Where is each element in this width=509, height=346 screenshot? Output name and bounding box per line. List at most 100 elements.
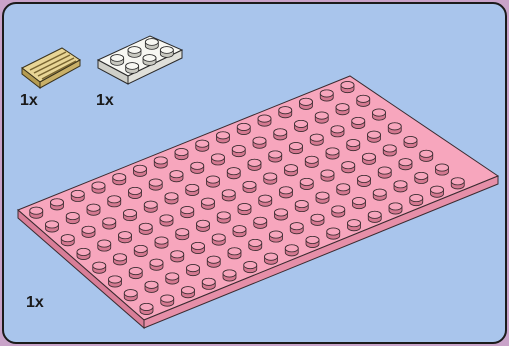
stud-top (124, 290, 137, 297)
stud-top (139, 223, 152, 230)
stud-top (175, 148, 188, 155)
stud-top (103, 218, 116, 225)
stud-top (378, 167, 391, 174)
stud-top (436, 164, 449, 171)
stud-top (176, 229, 189, 236)
stud-top (368, 211, 381, 218)
stud-top (280, 187, 293, 194)
stud-top (113, 174, 126, 181)
stud-top (196, 140, 209, 147)
quantity-label-white-plate: 1x (96, 92, 114, 110)
stud-top (170, 171, 183, 178)
stud-top (248, 159, 261, 166)
stud-top (166, 273, 179, 280)
stud-top (275, 209, 288, 216)
stud-top (233, 226, 246, 233)
stud-top (353, 197, 366, 204)
stud-top (274, 129, 287, 136)
stud-top (212, 234, 225, 241)
parts-illustration (4, 4, 505, 342)
stud-top (186, 184, 199, 191)
stud-top (228, 248, 241, 255)
stud-top (259, 195, 272, 202)
stud-top (202, 278, 215, 285)
stud-top (320, 90, 333, 97)
stud-top (202, 198, 215, 205)
stud-top (212, 154, 225, 161)
stud-top (332, 206, 345, 213)
stud-top (431, 186, 444, 193)
stud-top (341, 81, 354, 88)
stud-top (295, 200, 308, 207)
stud-top (182, 287, 195, 294)
stud-top (66, 212, 79, 219)
stud-top (232, 145, 245, 152)
stud-top (321, 170, 334, 177)
stud-top (87, 204, 100, 211)
stud-top (342, 162, 355, 169)
stud-top (128, 47, 141, 54)
stud-top (451, 178, 464, 185)
stud-top (223, 270, 236, 277)
stud-top (258, 115, 271, 122)
stud-top (373, 109, 386, 116)
quantity-label-pink-plate: 1x (26, 294, 44, 312)
stud-top (285, 165, 298, 172)
stud-top (93, 262, 106, 269)
stud-top (300, 178, 313, 185)
stud-top (311, 214, 324, 221)
stud-top (249, 239, 262, 246)
stud-top (300, 98, 313, 105)
stud-top (404, 136, 417, 143)
stud-top (217, 212, 230, 219)
stud-top (61, 235, 74, 242)
stud-top (30, 207, 43, 214)
stud-top (347, 139, 360, 146)
pink-plate (18, 76, 498, 328)
stud-top (337, 184, 350, 191)
stud-top (269, 151, 282, 158)
stud-top (144, 201, 157, 208)
stud-top (253, 137, 266, 144)
stud-top (389, 203, 402, 210)
stud-top (119, 232, 132, 239)
stud-top (160, 215, 173, 222)
stud-top (352, 117, 365, 124)
stud-top (357, 95, 370, 102)
stud-top (191, 162, 204, 169)
stud-top (207, 176, 220, 183)
stud-top (187, 264, 200, 271)
stud-top (71, 190, 84, 197)
stud-top (154, 157, 167, 164)
stud-top (181, 206, 194, 213)
stud-top (279, 107, 292, 114)
stud-top (285, 245, 298, 252)
stud-top (145, 281, 158, 288)
stud-top (92, 182, 105, 189)
stud-top (134, 245, 147, 252)
stud-top (149, 179, 162, 186)
stud-top (109, 276, 122, 283)
stud-top (155, 237, 168, 244)
stud-top (420, 150, 433, 157)
stud-top (197, 220, 210, 227)
stud-top (111, 55, 124, 62)
stud-top (165, 193, 178, 200)
stud-top (192, 242, 205, 249)
stud-top (254, 217, 267, 224)
stud-top (134, 165, 147, 172)
stud-top (217, 132, 230, 139)
stud-top (373, 189, 386, 196)
stud-top (331, 126, 344, 133)
stud-top (161, 295, 174, 302)
stud-top (388, 123, 401, 130)
stud-top (290, 223, 303, 230)
stud-top (140, 303, 153, 310)
stud-top (108, 196, 121, 203)
stud-top (265, 253, 278, 260)
stud-top (305, 156, 318, 163)
stud-top (358, 175, 371, 182)
stud-top (237, 123, 250, 130)
stud-top (306, 236, 319, 243)
